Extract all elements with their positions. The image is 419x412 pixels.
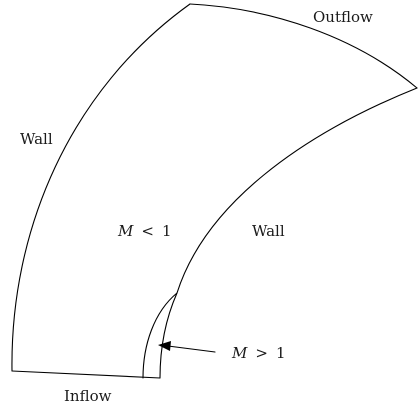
sonic-line [142,292,178,379]
inflow-label: Inflow [64,387,112,405]
inner-wall-curve [176,87,418,294]
inner-wall-label: Wall [252,222,285,240]
outer-wall-label: Wall [20,130,53,148]
outflow-boundary [189,3,418,89]
subsonic-region-label: M<1 [117,222,171,240]
supersonic-pointer-arrowhead [158,341,171,351]
supersonic-region-label: M>1 [231,344,285,362]
supersonic-pointer-line [167,345,216,353]
outer-wall-curve [11,3,191,372]
inner-wall-lower [159,292,178,379]
outflow-label: Outflow [313,8,373,26]
inflow-boundary [11,370,161,379]
